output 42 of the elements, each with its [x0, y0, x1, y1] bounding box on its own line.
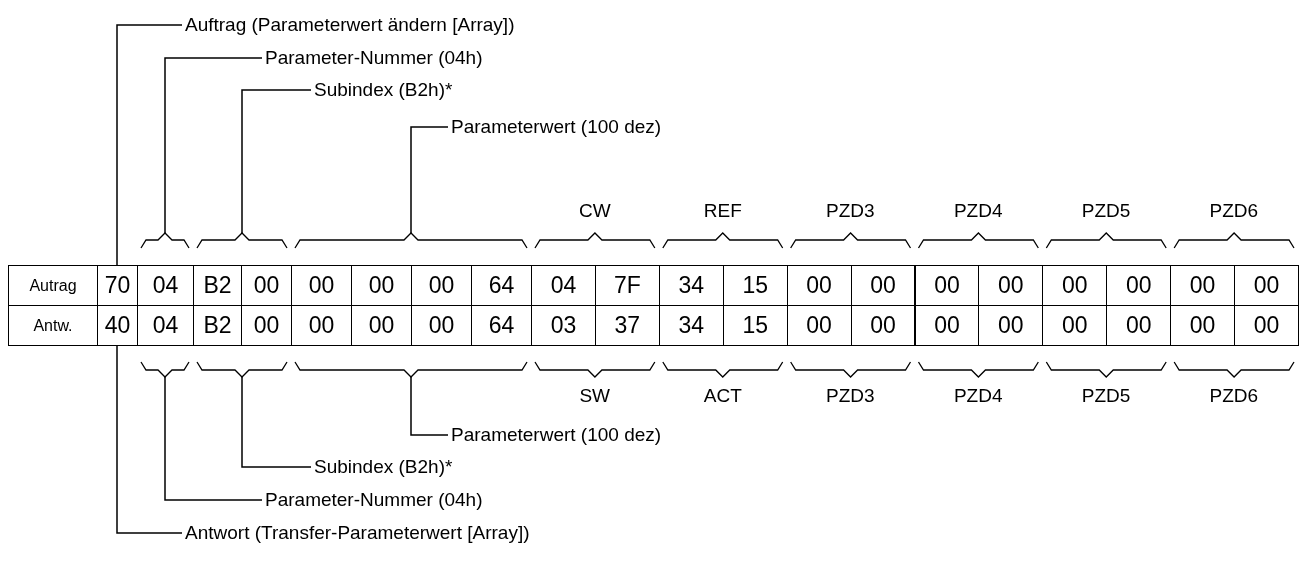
leader-line [116, 24, 183, 266]
bracket-label: PZD4 [953, 200, 1003, 222]
bracket-label: ACT [703, 385, 742, 407]
leader-line [164, 57, 263, 234]
callout-text: Subindex (B2h)* [314, 456, 453, 478]
byte-value: 00 [914, 305, 980, 346]
bracket-label: PZD4 [953, 385, 1003, 407]
byte-value: 00 [1234, 265, 1299, 306]
byte-value: 00 [850, 265, 916, 306]
leader-line [116, 344, 183, 534]
bracket [294, 361, 528, 378]
callout-text: Parameter-Nummer (04h) [265, 489, 483, 511]
callout-text: Parameter-Nummer (04h) [265, 47, 483, 69]
bracket-label: PZD6 [1209, 385, 1259, 407]
bracket-label: PZD3 [826, 385, 875, 407]
bracket [294, 232, 528, 249]
bracket [140, 232, 190, 249]
bracket-label: PZD5 [1081, 385, 1131, 407]
callout-text: Subindex (B2h)* [314, 79, 453, 101]
bracket-label: CW [578, 200, 611, 222]
leader-line [410, 126, 449, 234]
callout-text: Auftrag (Parameterwert ändern [Array]) [185, 14, 515, 36]
callout-text: Parameterwert (100 dez) [451, 424, 662, 446]
bracket [196, 232, 288, 249]
byte-value: 00 [914, 265, 980, 306]
byte-value: 00 [1234, 305, 1299, 346]
callout-text: Parameterwert (100 dez) [451, 116, 662, 138]
row-header: Antw. [8, 305, 98, 346]
callout-text: Antwort (Transfer-Parameterwert [Array]) [185, 522, 530, 544]
leader-line [241, 89, 312, 234]
byte-value: 00 [850, 305, 916, 346]
leader-line [164, 376, 263, 501]
leader-line [410, 376, 449, 436]
bracket-label: PZD3 [826, 200, 875, 222]
bracket-label: PZD6 [1209, 200, 1259, 222]
row-header: Autrag [8, 265, 98, 306]
bracket-label: PZD5 [1081, 200, 1131, 222]
bracket [196, 361, 288, 378]
bracket [140, 361, 190, 378]
leader-line [241, 376, 312, 468]
bracket-label: REF [703, 200, 742, 222]
bracket-label: SW [579, 385, 610, 407]
